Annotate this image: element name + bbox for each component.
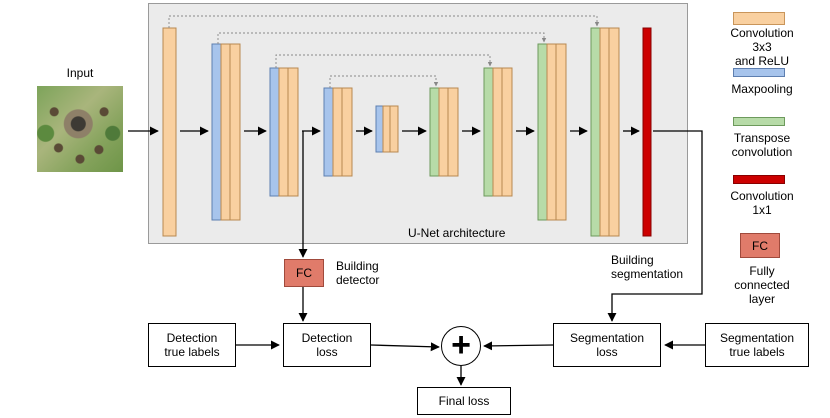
- fc-detector-label: FC: [296, 266, 312, 280]
- sum-node: +: [441, 326, 481, 366]
- segmentation-true-labels-text: Segmentation true labels: [719, 331, 795, 359]
- layer-blocks: [162, 27, 652, 237]
- unet-label: U-Net architecture: [408, 226, 506, 240]
- legend-label-conv: Convolution 3x3 and ReLU: [730, 26, 794, 68]
- conv-layer: [501, 67, 513, 197]
- layer-block-10: [642, 27, 652, 237]
- legend-label-fc: Fully connected layer: [734, 264, 790, 306]
- building-segmentation-label: Building segmentation: [611, 253, 684, 281]
- layer-block-2: [211, 43, 241, 221]
- skip-connection-arrow: [275, 54, 493, 68]
- input-satellite-image: [37, 86, 123, 172]
- conv-layer: [447, 87, 459, 177]
- legend-swatch-conv: [733, 12, 785, 25]
- conv-layer: [162, 27, 177, 237]
- segmentation-true-labels-box: Segmentation true labels: [705, 323, 809, 367]
- layer-block-3: [269, 67, 299, 197]
- detection-loss-text: Detection loss: [301, 331, 353, 359]
- layer-block-1: [162, 27, 177, 237]
- layer-block-9: [590, 27, 620, 237]
- detection-loss-to-sum-arrow: [370, 342, 440, 352]
- conv-layer: [287, 67, 299, 197]
- skip-connection-arrow: [217, 32, 547, 44]
- legend-swatch-fc: FC: [740, 233, 780, 258]
- detection-true-labels-text: Detection true labels: [164, 331, 220, 359]
- conv-layer: [555, 43, 567, 221]
- building-detector-label: Building detector: [336, 259, 380, 287]
- layer-block-8: [537, 43, 567, 221]
- final-loss-text: Final loss: [438, 394, 490, 408]
- detection-loss-box: Detection loss: [283, 323, 371, 367]
- layer-block-4: [323, 87, 353, 177]
- skip-connection-arrow: [168, 15, 600, 28]
- conv1x1-layer: [642, 27, 652, 237]
- conv-layer: [608, 27, 620, 237]
- legend-label-conv1: Convolution 1x1: [730, 189, 794, 217]
- legend-swatch-pool: [733, 68, 785, 77]
- segmentation-output-arrow: [607, 130, 703, 322]
- input-label: Input: [66, 66, 94, 80]
- layer-block-7: [483, 67, 513, 197]
- segmentation-loss-to-sum-arrow: [483, 341, 554, 351]
- legend-swatch-conv1: [733, 175, 785, 184]
- segmentation-loss-text: Segmentation loss: [569, 331, 645, 359]
- legend-label-pool: Maxpooling: [731, 82, 793, 96]
- layer-block-5: [375, 105, 399, 153]
- segmentation-loss-box: Segmentation loss: [553, 323, 661, 367]
- flow-arrows: [128, 15, 705, 386]
- skip-connection-arrow: [329, 75, 439, 88]
- legend-fc-swatch-label: FC: [752, 238, 768, 253]
- final-loss-box: Final loss: [417, 387, 511, 415]
- legend-swatch-tconv: [733, 117, 785, 126]
- conv-layer: [389, 105, 399, 153]
- detection-true-labels-box: Detection true labels: [148, 323, 236, 367]
- conv-layer: [229, 43, 241, 221]
- fc-detector-box: FC: [284, 259, 324, 287]
- plus-icon: +: [451, 325, 471, 364]
- layer-block-6: [429, 87, 459, 177]
- conv-layer: [341, 87, 353, 177]
- legend-label-tconv: Transpose convolution: [731, 131, 793, 159]
